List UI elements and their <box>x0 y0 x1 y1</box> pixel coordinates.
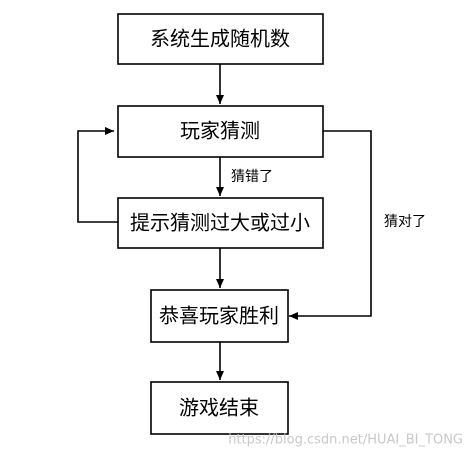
node-guess-box <box>117 105 324 158</box>
node-hint-label: 提示猜测过大或过小 <box>130 211 310 235</box>
node-start-label: 系统生成随机数 <box>150 27 290 51</box>
watermark: https://blog.csdn.net/HUAI_BI_TONG <box>228 433 463 448</box>
node-congrats-box <box>150 289 289 343</box>
edge-hint-loop-back <box>77 127 118 223</box>
edge-guess-to-congrats <box>289 130 372 320</box>
edge-right-label: 猜对了 <box>384 214 426 230</box>
node-end-box <box>150 381 289 435</box>
node-end-label: 游戏结束 <box>179 396 259 420</box>
node-congrats-label: 恭喜玩家胜利 <box>159 304 279 328</box>
node-guess-label: 玩家猜测 <box>180 119 260 143</box>
node-hint-box <box>117 197 324 249</box>
node-start-box <box>117 13 324 65</box>
edge-wrong-label: 猜错了 <box>231 169 273 185</box>
